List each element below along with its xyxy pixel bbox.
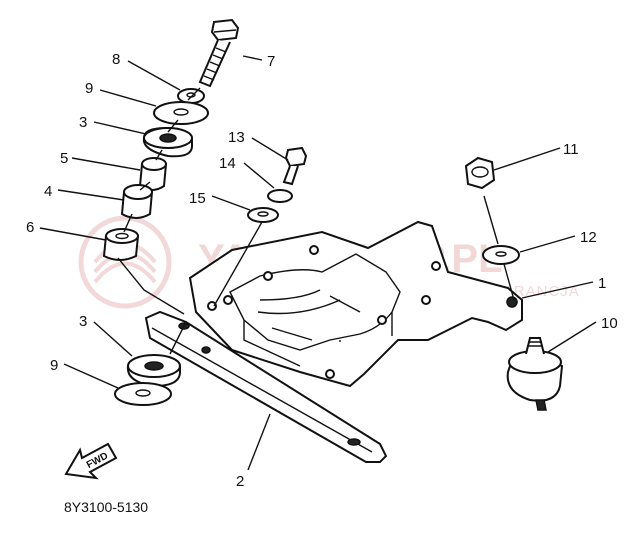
callout-11: 11 [563, 141, 579, 158]
washer-9-bottom [114, 382, 172, 406]
callout-6: 6 [26, 219, 34, 236]
washer-9-top [153, 101, 209, 125]
nut-11 [464, 156, 496, 190]
callout-10: 10 [601, 315, 618, 332]
washer-8 [177, 88, 205, 104]
callout-2: 2 [236, 473, 244, 490]
leader-lines [39, 55, 597, 471]
bushing-3-bottom [126, 354, 181, 388]
bushing-3-top [142, 126, 193, 158]
guide-lines [117, 87, 515, 355]
callout-8: 8 [112, 51, 120, 68]
callout-14: 14 [219, 155, 236, 172]
washer-15 [247, 207, 279, 223]
rubber-mount-10 [506, 337, 564, 411]
collar-4 [120, 184, 153, 219]
callout-1: 1 [598, 275, 606, 292]
callout-9-bottom: 9 [50, 357, 58, 374]
callout-4: 4 [44, 183, 52, 200]
diagram-code: 8Y3100-5130 [64, 499, 148, 515]
watermark-logo [78, 215, 172, 309]
callouts: 7 8 9 3 5 4 6 3 9 2 1 10 11 12 13 14 15 [26, 51, 618, 490]
collar-6 [102, 228, 139, 261]
callout-13: 13 [228, 129, 245, 146]
callout-12: 12 [580, 229, 597, 246]
callout-15: 15 [189, 190, 206, 207]
callout-3-top: 3 [79, 114, 87, 131]
bracket-plate-2 [144, 310, 388, 463]
callout-3-bottom: 3 [79, 313, 87, 330]
callout-5: 5 [60, 150, 68, 167]
washer-14 [267, 189, 293, 203]
bolt-13 [282, 146, 308, 186]
washer-12 [482, 245, 520, 265]
bolt-7 [198, 18, 240, 88]
callout-9-top: 9 [85, 80, 93, 97]
fwd-arrow: FWD [64, 442, 118, 480]
callout-7: 7 [267, 53, 275, 70]
